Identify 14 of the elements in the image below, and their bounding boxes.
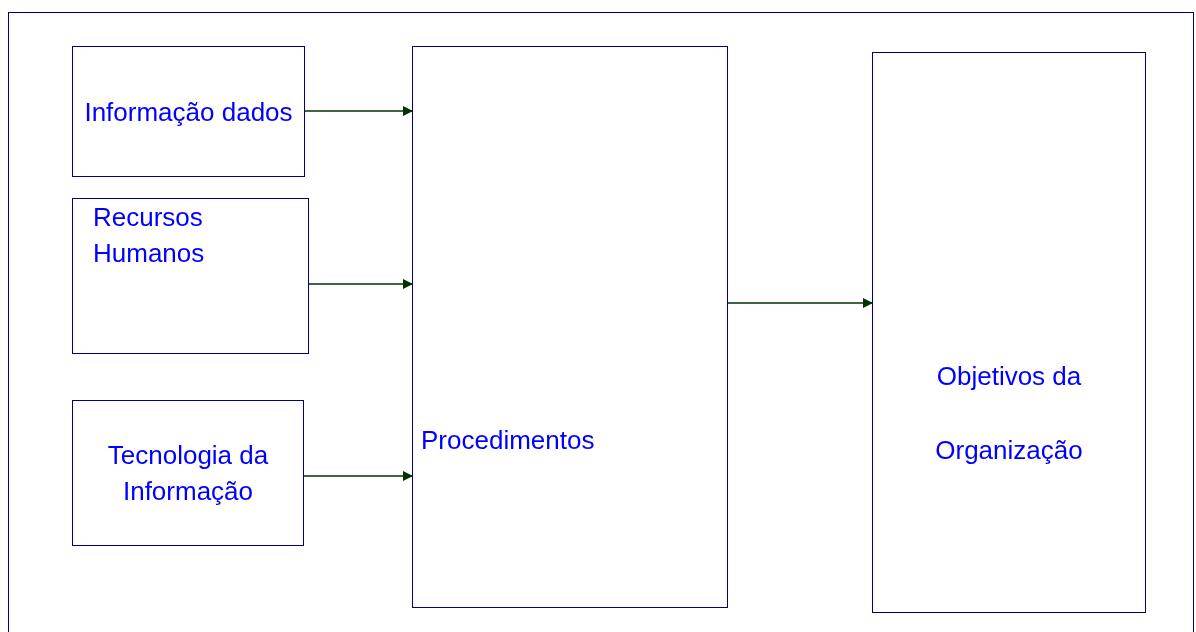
arrow: [304, 106, 413, 116]
arrow: [308, 279, 413, 289]
box-label: Tecnologia da Informação: [106, 439, 270, 508]
box-label: Objetivos da Organização: [934, 359, 1084, 467]
process-box: [72, 198, 309, 354]
process-box: [72, 400, 304, 546]
process-box: [412, 46, 728, 608]
arrow: [303, 471, 413, 481]
box-label: Recursos Humanos: [93, 201, 206, 270]
box-label: Informação dados: [84, 95, 293, 129]
box-label: Procedimentos: [421, 423, 595, 457]
arrow: [727, 298, 873, 308]
process-box: [872, 52, 1146, 613]
process-box: [72, 46, 305, 177]
